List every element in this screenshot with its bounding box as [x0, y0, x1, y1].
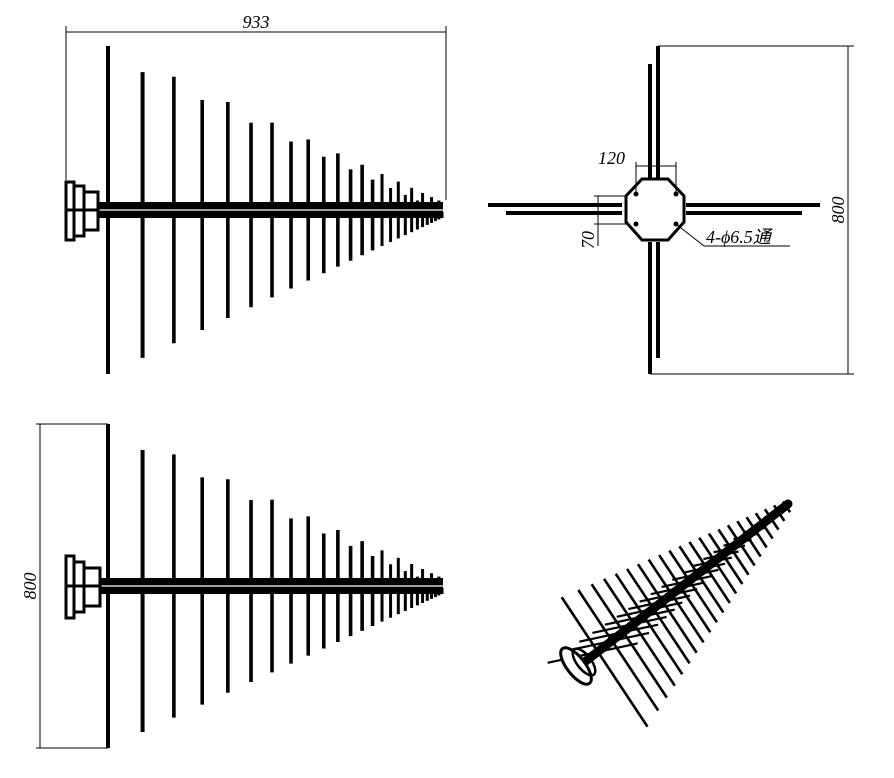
dipole-element: [658, 554, 712, 633]
mounting-flange: [64, 180, 100, 242]
front-height-dimension: 800: [650, 45, 854, 375]
length-dimension: 933: [65, 12, 447, 200]
height-dimension-label: 800: [20, 573, 40, 600]
boom: [100, 578, 446, 594]
dipole-element: [602, 578, 676, 687]
dipole-element: [577, 589, 660, 712]
height-dimension: 800: [20, 423, 108, 749]
hole-callout-label: 4-ϕ6.5通: [706, 227, 773, 247]
length-dimension-label: 933: [243, 12, 270, 32]
dipole-element: [614, 573, 684, 676]
dipole-element: [688, 541, 731, 604]
hub-octagon: [624, 177, 686, 242]
dipole-element: [668, 549, 718, 624]
dipole-element: [707, 532, 744, 585]
bolt-offset-label: 70: [578, 231, 598, 249]
boom: [577, 499, 793, 669]
dipole-element: [625, 568, 691, 665]
boss-spacing-dimension: 120: [598, 148, 677, 192]
front-view: 120 70 4-ϕ6.5通 800: [488, 45, 854, 375]
side-view-top: 933: [64, 12, 447, 374]
dipole-element: [717, 528, 750, 576]
boom: [98, 202, 446, 218]
dipole-element: [560, 596, 649, 728]
front-height-label: 800: [828, 197, 848, 224]
dipole-element: [636, 563, 698, 654]
dipole-element: [678, 545, 725, 614]
bolt-offset-dimension: 70: [578, 195, 628, 249]
mounting-flange: [559, 646, 597, 686]
dipole-element: [647, 558, 705, 644]
mounting-flange: [64, 554, 102, 620]
side-view-bottom: 800: [20, 423, 446, 749]
dipole-element: [590, 583, 668, 699]
hole-callout: 4-ϕ6.5通: [675, 223, 790, 247]
boss-spacing-label: 120: [598, 148, 625, 168]
isometric-view: [547, 499, 793, 728]
dipole-element: [698, 536, 738, 595]
